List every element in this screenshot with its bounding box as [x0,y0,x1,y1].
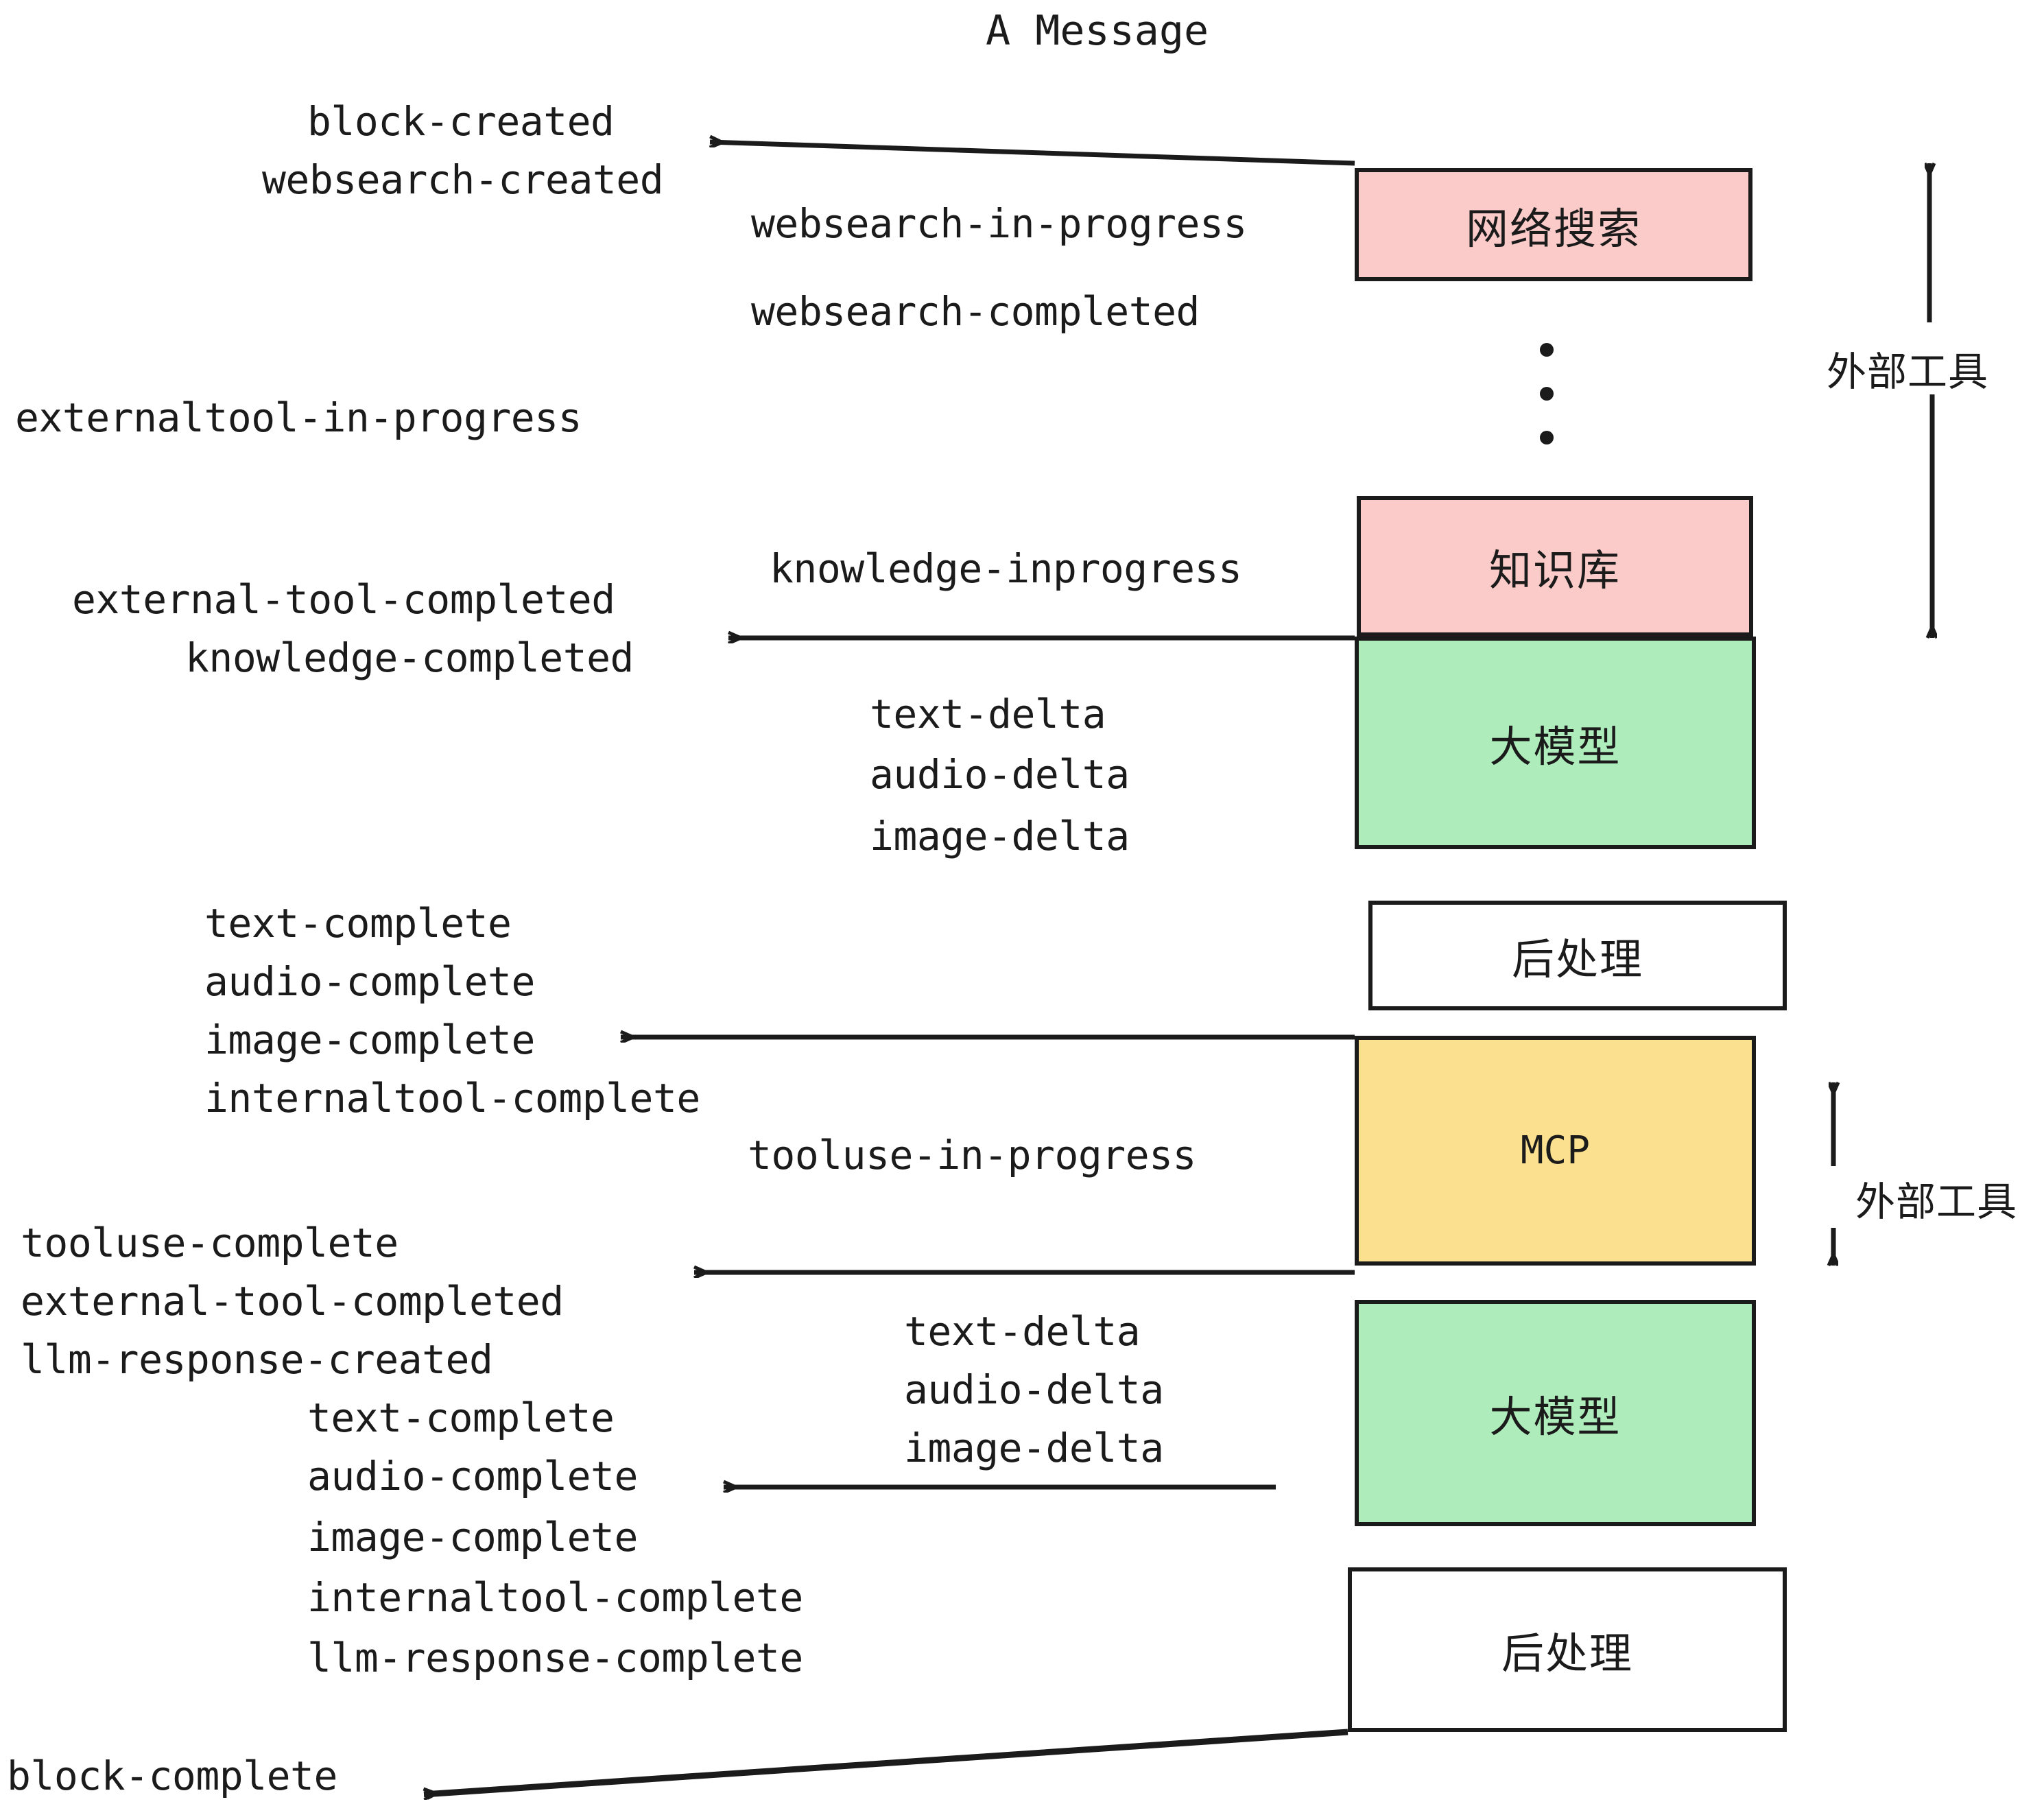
event-audio-delta-2: audio-delta [904,1366,1164,1413]
event-text-complete-1: text-complete [204,900,512,947]
event-image-delta-2: image-delta [904,1425,1164,1471]
event-audio-complete-2: audio-complete [307,1453,638,1499]
arrow-post2-to-blockcomplete [424,1729,1348,1794]
event-knowledge-completed: knowledge-completed [185,634,634,681]
event-image-delta-1: image-delta [870,813,1130,859]
event-tooluse-in-progress: tooluse-in-progress [748,1132,1196,1178]
event-knowledge-inprogress: knowledge-inprogress [770,545,1242,592]
event-block-created: block-created [307,98,615,145]
box-llm-1-label: 大模型 [1489,722,1621,772]
box-postprocess-1: 后处理 [1368,901,1787,1010]
event-websearch-created: websearch-created [262,156,664,203]
box-postprocess-1-label: 后处理 [1511,934,1643,984]
event-internaltool-complete-2: internaltool-complete [307,1574,803,1621]
box-postprocess-2-label: 后处理 [1501,1628,1633,1678]
event-text-delta-2: text-delta [904,1308,1141,1355]
event-tooluse-complete: tooluse-complete [21,1220,399,1266]
diagram-title: A Message [986,7,1209,55]
event-audio-complete-1: audio-complete [204,958,535,1005]
ellipsis-dot [1540,343,1554,357]
box-llm-1: 大模型 [1355,637,1756,849]
box-postprocess-2: 后处理 [1348,1567,1787,1732]
vertical-ellipsis [1540,343,1554,475]
event-image-complete-2: image-complete [307,1514,638,1560]
box-llm-2: 大模型 [1355,1300,1756,1526]
box-mcp: MCP [1355,1036,1756,1266]
ellipsis-dot [1540,431,1554,444]
box-mcp-label: MCP [1520,1128,1591,1173]
ellipsis-dot [1540,387,1554,401]
event-block-complete: block-complete [7,1753,337,1799]
event-llm-response-created: llm-response-created [21,1336,493,1383]
event-image-complete-1: image-complete [204,1017,535,1063]
box-websearch: 网络搜索 [1355,168,1752,281]
event-external-tool-completed-2: external-tool-completed [21,1278,564,1325]
event-websearch-completed: websearch-completed [751,288,1200,335]
event-websearch-in-progress: websearch-in-progress [751,200,1247,247]
box-llm-2-label: 大模型 [1489,1392,1621,1442]
label-external-tools-bottom: 外部工具 [1855,1178,2018,1225]
event-external-tool-completed-1: external-tool-completed [72,576,615,623]
box-knowledge: 知识库 [1357,496,1753,637]
event-audio-delta-1: audio-delta [870,751,1130,798]
event-text-complete-2: text-complete [307,1394,615,1441]
event-text-delta-1: text-delta [870,691,1106,737]
event-externaltool-in-progress: externaltool-in-progress [15,394,582,441]
box-websearch-label: 网络搜索 [1465,203,1641,254]
event-llm-response-complete: llm-response-complete [307,1635,803,1681]
box-knowledge-label: 知识库 [1488,545,1621,595]
event-internaltool-complete-1: internaltool-complete [204,1075,700,1121]
arrow-websearch-to-blockcreated [710,142,1355,166]
label-external-tools-top: 外部工具 [1827,348,1989,395]
